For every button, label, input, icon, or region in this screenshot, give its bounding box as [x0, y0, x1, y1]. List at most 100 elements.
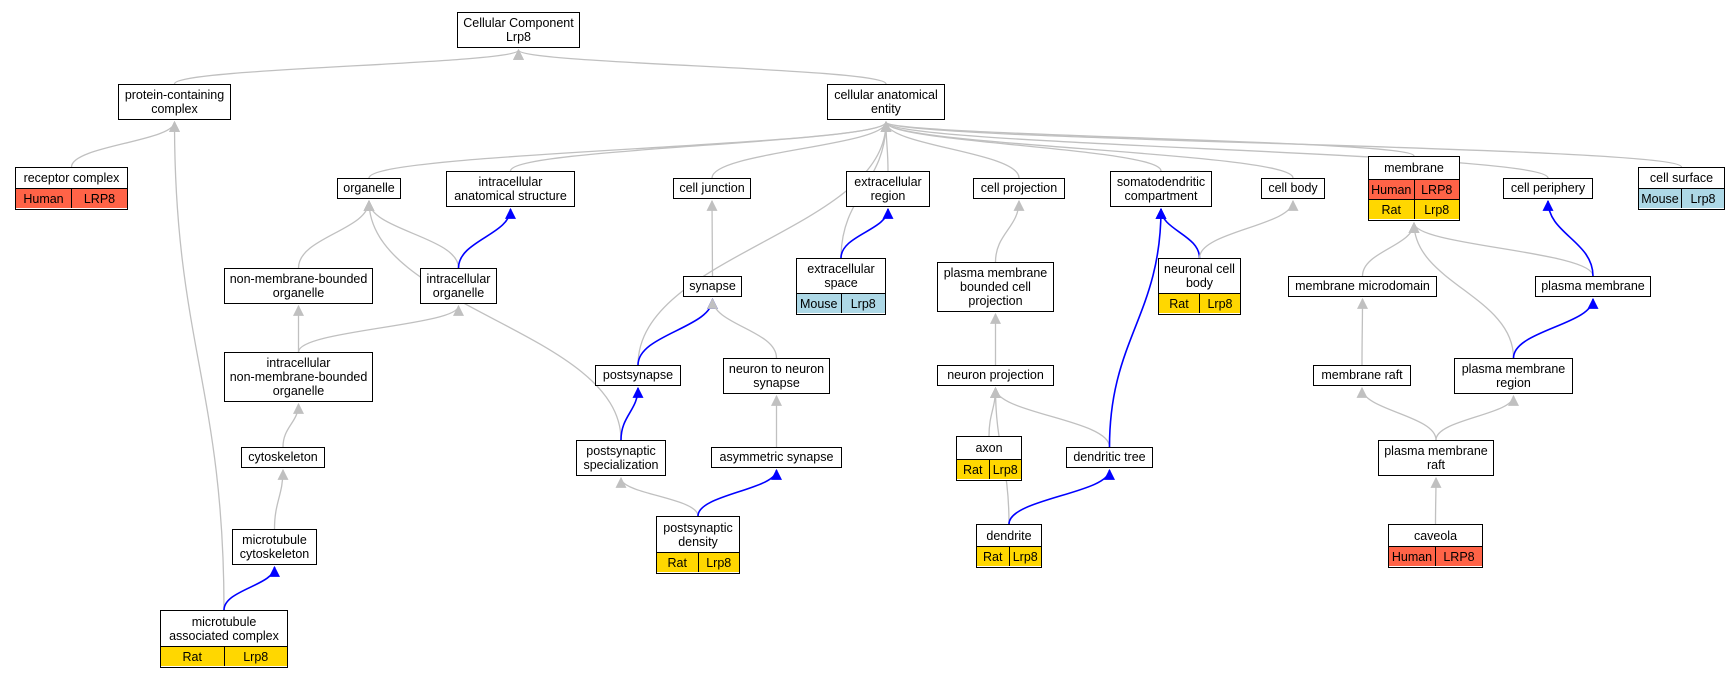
node-intracellular-non-membrane-bounded-organelle[interactable]: intracellular non-membrane-bounded organ… — [224, 352, 373, 402]
node-cell-body[interactable]: cell body — [1261, 178, 1325, 199]
node-label: Cellular Component Lrp8 — [463, 15, 574, 44]
node-label: postsynaptic density — [663, 520, 733, 549]
node-cellular-component[interactable]: Cellular Component Lrp8 — [457, 12, 580, 48]
node-label: intracellular anatomical structure — [454, 174, 567, 203]
edge-dt-to-sdc — [1108, 207, 1167, 448]
edge-mr-to-mmd — [1356, 297, 1368, 366]
node-cell-junction[interactable]: cell junction — [673, 178, 751, 199]
node-label: synapse — [689, 279, 736, 293]
node-plasma-membrane-region[interactable]: plasma membrane region — [1454, 358, 1573, 394]
node-label: dendrite — [986, 528, 1032, 543]
edge-pm-to-cper — [1542, 199, 1594, 277]
edge-ncb-to-cb — [1198, 199, 1299, 259]
node-membrane-microdomain[interactable]: membrane microdomain — [1288, 276, 1437, 297]
edge-inmbo-to-io — [297, 304, 464, 353]
node-intracellular-anatomical-structure[interactable]: intracellular anatomical structure — [446, 171, 575, 207]
node-label: plasma membrane bounded cell projection — [943, 265, 1048, 308]
edge-psd-to-asyn — [697, 468, 782, 517]
species-label: Mouse — [1639, 189, 1681, 208]
node-postsynapse[interactable]: postsynapse — [595, 365, 681, 386]
edge-cj-to-cae — [711, 120, 892, 179]
edge-axon-to-np — [988, 386, 1001, 437]
node-label: protein-containing complex — [124, 87, 225, 116]
species-label: Rat — [977, 547, 1009, 566]
gene-label: Lrp8 — [1413, 200, 1459, 219]
species-label: Rat — [957, 460, 989, 479]
edge-mmd-to-mem — [1361, 221, 1420, 277]
gene-label: Lrp8 — [223, 647, 287, 666]
node-neuron-projection[interactable]: neuron projection — [937, 365, 1054, 386]
edge-pss-to-psyn — [620, 386, 644, 441]
species-label: Human — [1389, 547, 1435, 566]
node-cell-periphery[interactable]: cell periphery — [1503, 178, 1593, 199]
edge-cyto-to-inmbo — [282, 402, 304, 448]
edge-ias-to-cae — [509, 120, 892, 172]
node-cell-projection[interactable]: cell projection — [973, 178, 1065, 199]
node-synapse[interactable]: synapse — [683, 276, 742, 297]
gene-label: Lrp8 — [697, 553, 739, 572]
node-label: neuron to neuron synapse — [728, 361, 825, 390]
node-label: cellular anatomical entity — [834, 87, 938, 116]
edge-pmbcp-to-cp — [994, 199, 1025, 263]
species-label: Rat — [1159, 294, 1199, 313]
edge-cs-to-cae — [880, 120, 1683, 168]
node-postsynaptic-specialization[interactable]: postsynaptic specialization — [576, 440, 666, 476]
gene-label: Lrp8 — [1008, 547, 1041, 566]
edge-psyn-to-cae — [637, 120, 892, 366]
edge-pmraft-to-pmr — [1435, 394, 1519, 441]
edge-pmr-to-pm — [1512, 297, 1599, 359]
node-non-membrane-bounded-organelle[interactable]: non-membrane-bounded organelle — [224, 268, 373, 304]
node-dendritic-tree[interactable]: dendritic tree — [1066, 447, 1153, 468]
node-plasma-membrane[interactable]: plasma membrane — [1535, 276, 1651, 297]
edge-io-to-ias — [457, 207, 516, 269]
node-label: somatodendritic compartment — [1116, 174, 1206, 203]
node-organelle[interactable]: organelle — [337, 178, 401, 199]
node-somatodendritic-compartment[interactable]: somatodendritic compartment — [1110, 171, 1212, 207]
edge-mac-to-pcc — [169, 120, 225, 611]
node-intracellular-organelle[interactable]: intracellular organelle — [420, 268, 497, 304]
node-membrane-raft[interactable]: membrane raft — [1313, 365, 1411, 386]
edge-psd-to-pss — [615, 476, 699, 517]
node-label: cytoskeleton — [248, 450, 318, 464]
edge-nmbo-to-org — [297, 199, 375, 269]
node-label: caveola — [1413, 528, 1458, 543]
node-microtubule-cytoskeleton[interactable]: microtubule cytoskeleton — [232, 529, 317, 565]
edge-psyn-to-syn — [637, 297, 718, 366]
node-label: neuron projection — [947, 368, 1044, 382]
species-label: Human — [1369, 180, 1414, 199]
node-plasma-membrane-raft[interactable]: plasma membrane raft — [1378, 440, 1494, 476]
node-plasma-membrane-bounded-cell-projection[interactable]: plasma membrane bounded cell projection — [937, 262, 1054, 312]
edge-ncb-to-sdc — [1155, 207, 1201, 259]
gene-label: LRP8 — [71, 189, 127, 208]
node-label: plasma membrane — [1541, 279, 1645, 293]
node-label: cell periphery — [1510, 181, 1586, 195]
node-label: cell body — [1268, 181, 1318, 195]
species-label: Human — [16, 189, 71, 208]
node-label: organelle — [343, 181, 395, 195]
edge-org-to-cae — [368, 120, 892, 179]
node-cellular-anatomical-entity[interactable]: cellular anatomical entity — [827, 84, 945, 120]
edge-cb-to-cae — [880, 120, 1294, 179]
node-label: non-membrane-bounded organelle — [229, 271, 368, 300]
node-asymmetric-synapse[interactable]: asymmetric synapse — [711, 447, 842, 468]
node-neuron-to-neuron-synapse[interactable]: neuron to neuron synapse — [723, 358, 830, 394]
node-protein-containing-complex[interactable]: protein-containing complex — [118, 84, 231, 120]
node-cytoskeleton[interactable]: cytoskeleton — [241, 447, 325, 468]
node-extracellular-region[interactable]: extracellular region — [846, 171, 930, 207]
gene-label: LRP8 — [1413, 180, 1459, 199]
